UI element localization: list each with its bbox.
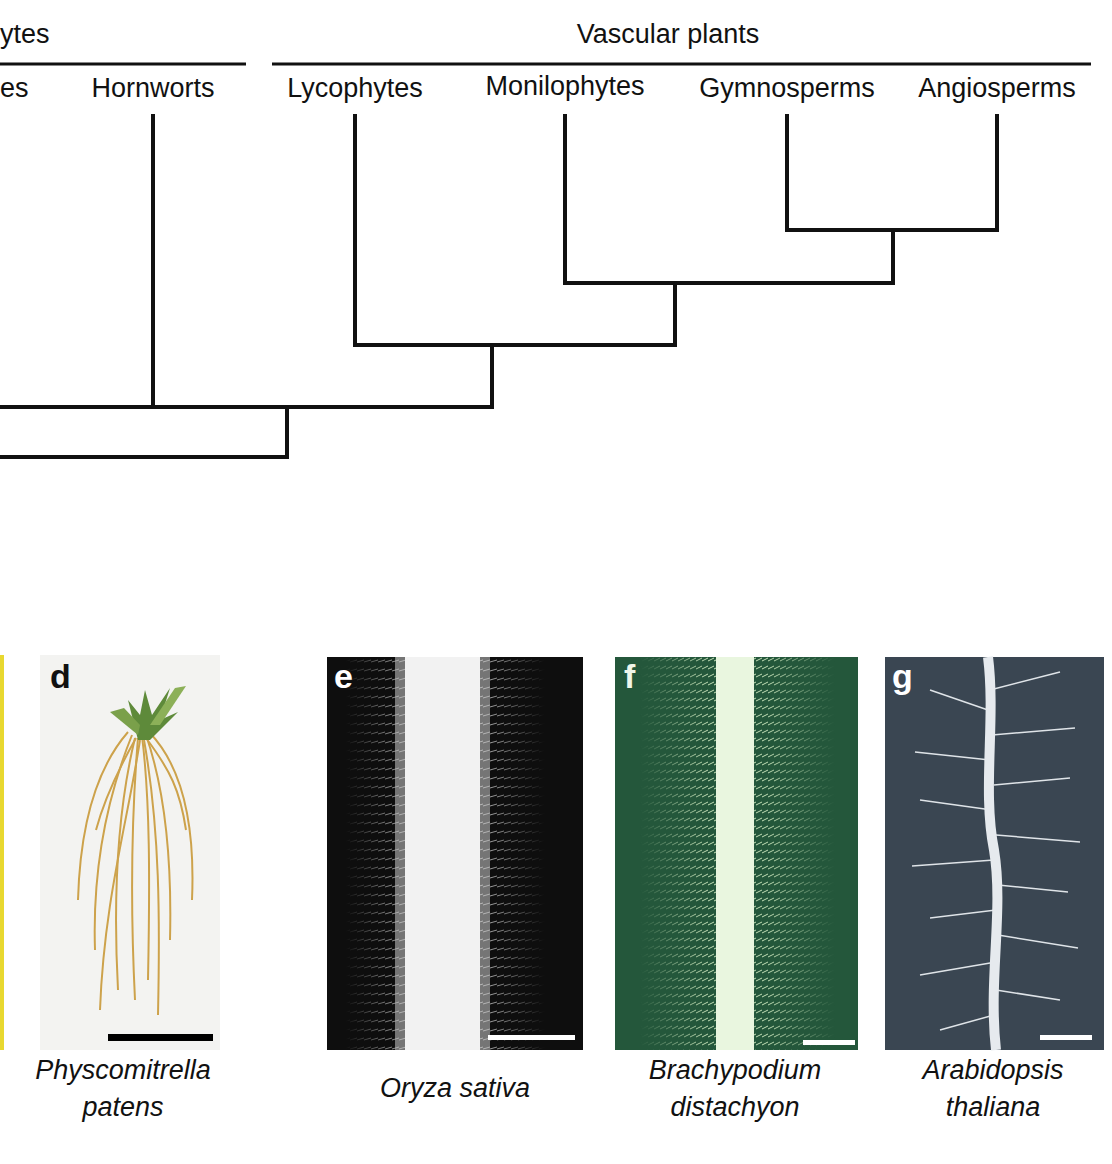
species-caption: Brachypodium distachyon xyxy=(615,1052,855,1126)
panel-letter: g xyxy=(892,656,913,697)
species-caption: Oryza sativa xyxy=(325,1070,585,1107)
clade-name: Vascular plants xyxy=(577,18,760,50)
panel-letter: d xyxy=(50,656,71,697)
clade-bar xyxy=(0,63,1091,66)
phylogenetic-tree xyxy=(0,116,997,457)
moss-photo xyxy=(40,655,220,1050)
panel-letter: e xyxy=(334,656,353,697)
taxon-name: Monilophytes xyxy=(485,70,644,102)
panel-edge xyxy=(0,655,4,1050)
brachypodium-root-photo xyxy=(615,657,858,1050)
taxon-name: Gymnosperms xyxy=(699,72,875,104)
taxon-name: Angiosperms xyxy=(918,72,1076,104)
species-caption: Arabidopsis thaliana xyxy=(888,1052,1098,1126)
clade-name: ytes xyxy=(0,18,50,50)
rice-root-photo xyxy=(327,657,583,1050)
arabidopsis-root-photo xyxy=(885,657,1104,1050)
panel-letter: f xyxy=(624,656,635,697)
taxon-name: Hornworts xyxy=(91,72,214,104)
taxon-name: es xyxy=(0,72,29,104)
species-caption: Physcomitrella patens xyxy=(8,1052,238,1126)
taxon-name: Lycophytes xyxy=(287,72,423,104)
